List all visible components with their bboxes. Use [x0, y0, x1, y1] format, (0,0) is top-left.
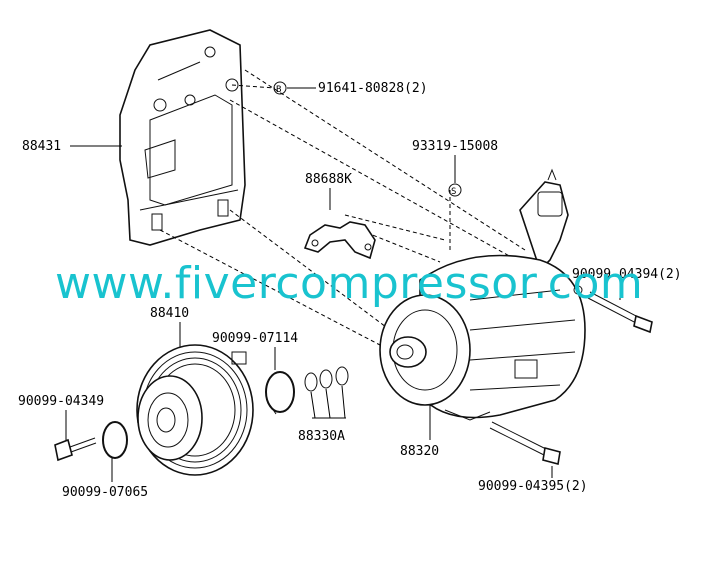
label-bolt-top: 91641-80828(2) — [318, 81, 428, 96]
snap-ring-part: 90099-07114 — [212, 331, 298, 415]
label-bolt-right: 90099-04394(2) — [572, 267, 682, 282]
bolt-left-part: 90099-04349 — [18, 394, 104, 462]
bolt-top-mark: B — [276, 85, 281, 95]
bolt-top-callout: B 91641-80828(2) — [273, 81, 428, 96]
bracket-callout: 88431 — [22, 139, 122, 154]
compressor-body-part: 88320 — [379, 168, 586, 459]
bolt-right-part: 90099-04394(2) — [572, 267, 682, 334]
label-bolt-bottom: 90099-04395(2) — [478, 479, 588, 494]
label-harness-bracket: 88688K — [305, 172, 352, 187]
watermark-text: www.fivercompressor.com — [55, 258, 643, 309]
shims-part: 88330A — [298, 366, 349, 444]
assembly-guide-lines — [159, 69, 526, 346]
label-pulley: 88410 — [150, 306, 189, 321]
label-shims: 88330A — [298, 429, 345, 444]
label-bolt-left: 90099-04349 — [18, 394, 104, 409]
label-snap-ring: 90099-07114 — [212, 331, 298, 346]
label-compressor: 88320 — [400, 444, 439, 459]
harness-bracket-part: 88688K — [303, 172, 376, 260]
bolt-bottom-part: 90099-04395(2) — [478, 421, 588, 494]
pulley-clutch-part: 88410 — [136, 306, 254, 476]
mounting-bracket-part — [119, 29, 246, 246]
washer-left-part: 90099-07065 — [62, 421, 148, 500]
label-bracket: 88431 — [22, 139, 61, 154]
label-pin: 93319-15008 — [412, 139, 498, 154]
pin-callout: 93319-15008 S — [412, 139, 498, 197]
pin-mark: S — [451, 187, 456, 197]
label-washer-left: 90099-07065 — [62, 485, 148, 500]
